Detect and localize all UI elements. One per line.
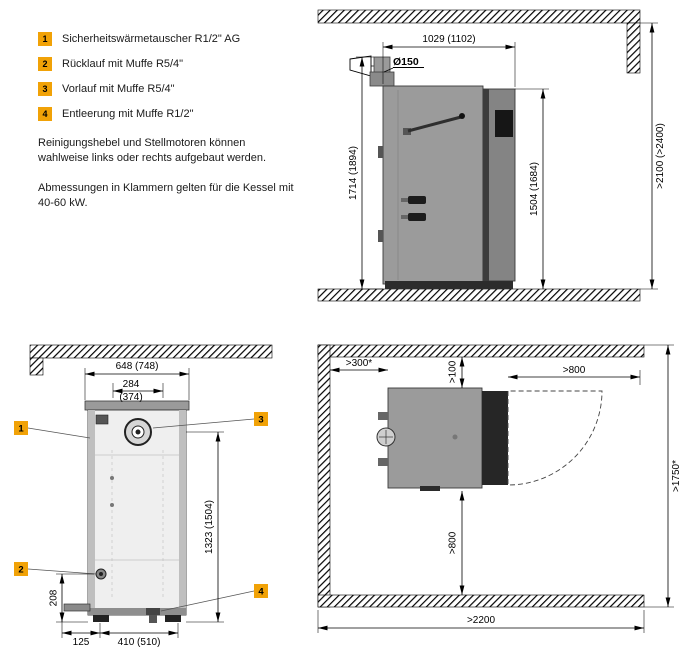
top-view-walls [317, 344, 645, 608]
part-marker-1 [14, 421, 28, 435]
dim-room-depth: >1750* [671, 460, 682, 492]
side-panel-left [88, 410, 95, 615]
top-view-front-wall [317, 594, 645, 608]
dim-room-width: >2200 [467, 615, 496, 626]
door-handle-lower [408, 213, 426, 221]
legend-label-1: Sicherheitswärmetauscher R1/2" AG [62, 33, 241, 45]
legend-badge-4: 4 [38, 107, 52, 121]
boiler-body-top [387, 387, 483, 489]
side-panel-right [179, 410, 186, 615]
drain-stub [149, 615, 157, 623]
connection-stub-upper [378, 412, 388, 420]
side-view-walls [317, 9, 641, 302]
boiler-base-front [88, 608, 186, 615]
rear-panel-shadow [483, 89, 489, 281]
legend-badge-3: 3 [38, 82, 52, 96]
front-view: 1 3 2 4 648 (748) 284 (37 [14, 344, 273, 648]
side-view: Ø150 1029 (1102) 1714 (1894) 1504 (1684)… [317, 9, 666, 302]
part-marker-3 [254, 412, 268, 426]
dim-room-height: >2100 (>2400) [655, 123, 666, 189]
legend-badge-2: 2 [38, 57, 52, 71]
connection-stub-lower [378, 458, 388, 466]
flue-collar [369, 71, 395, 87]
top-view: >300* >100 >800 >800 >1750* >2200 [317, 344, 682, 633]
drain-pipe-left [63, 603, 91, 612]
part-marker-2-num: 2 [18, 565, 23, 576]
part-marker-1-num: 1 [18, 424, 24, 435]
note-dimensions: Abmessungen in Klammern gelten für die K… [38, 181, 294, 209]
part-marker-2 [14, 562, 28, 576]
safety-heat-exchanger-connection [95, 414, 109, 425]
dim-boiler-depth: 1029 (1102) [422, 34, 475, 45]
lever-bracket [403, 128, 411, 135]
top-view-back-wall [317, 344, 645, 358]
part-marker-3-num: 3 [258, 415, 263, 426]
front-corner-wall [29, 357, 44, 376]
dim-clearance-front: >800 [448, 531, 459, 554]
ceiling-corner-wall [626, 22, 641, 74]
leg-left [93, 615, 109, 622]
dim-width-total: 648 (748) [116, 361, 159, 372]
legend: 1 Sicherheitswärmetauscher R1/2" AG 2 Rü… [38, 32, 296, 210]
dim-clearance-left: >300* [346, 358, 373, 369]
dim-height-body: 1504 (1684) [529, 162, 540, 216]
note-assembly: Reinigungshebel und Stellmotoren können … [38, 137, 267, 164]
dim-width-inner: 284 [123, 379, 140, 390]
front-view-walls [29, 344, 273, 376]
legend-label-2: Rücklauf mit Muffe R5/4" [62, 58, 184, 70]
top-view-boiler [376, 387, 603, 491]
boiler-base-side [385, 281, 513, 289]
dim-height-connection: 1323 (1504) [204, 500, 215, 554]
side-view-dimensions: Ø150 1029 (1102) 1714 (1894) 1504 (1684)… [348, 22, 666, 290]
front-view-boiler [63, 400, 190, 623]
dim-height-total: 1714 (1894) [348, 146, 359, 200]
top-view-dimensions: >300* >100 >800 >800 >1750* >2200 [317, 344, 682, 633]
top-view-left-wall [317, 344, 331, 608]
dim-height-return: 208 [49, 589, 60, 606]
part-marker-4 [254, 584, 268, 598]
door-handle-upper [408, 196, 426, 204]
dim-clearance-back: >100 [448, 360, 459, 383]
hinge-lower [378, 230, 383, 242]
part-marker-4-num: 4 [258, 587, 264, 598]
legend-item-1: 1 Sicherheitswärmetauscher R1/2" AG [38, 32, 296, 46]
drain-connection [146, 608, 160, 615]
floor-wall [317, 288, 641, 302]
front-view-part-markers: 1 3 2 4 [14, 412, 268, 612]
legend-label-3: Vorlauf mit Muffe R5/4" [62, 83, 175, 95]
front-view-dimensions: 648 (748) 284 (374) 1323 (1504) 208 [49, 361, 224, 648]
legend-item-3: 3 Vorlauf mit Muffe R5/4" [38, 82, 296, 96]
dim-flue-diameter: Ø150 [393, 56, 419, 68]
dim-width-base: 410 (510) [118, 637, 161, 648]
front-ceiling-wall [29, 344, 273, 359]
lever-top-view [420, 486, 440, 491]
side-view-boiler [349, 55, 516, 289]
legend-item-4: 4 Entleerung mit Muffe R1/2" [38, 107, 296, 121]
ceiling-wall [317, 9, 641, 24]
dim-width-inner-alt: (374) [119, 392, 142, 403]
dim-clearance-door: >800 [563, 365, 586, 376]
hinge-upper [378, 146, 383, 158]
fan-housing [495, 110, 513, 137]
legend-label-4: Entleerung mit Muffe R1/2" [62, 108, 194, 120]
leg-right [165, 615, 181, 622]
flue-thimble [349, 55, 372, 77]
door-swing-arc [507, 390, 603, 486]
legend-badge-1: 1 [38, 32, 52, 46]
boiler-front-panel-top [482, 391, 508, 485]
cleaning-lever [407, 115, 462, 133]
dim-offset-left: 125 [73, 637, 90, 648]
legend-item-2: 2 Rücklauf mit Muffe R5/4" [38, 57, 296, 71]
